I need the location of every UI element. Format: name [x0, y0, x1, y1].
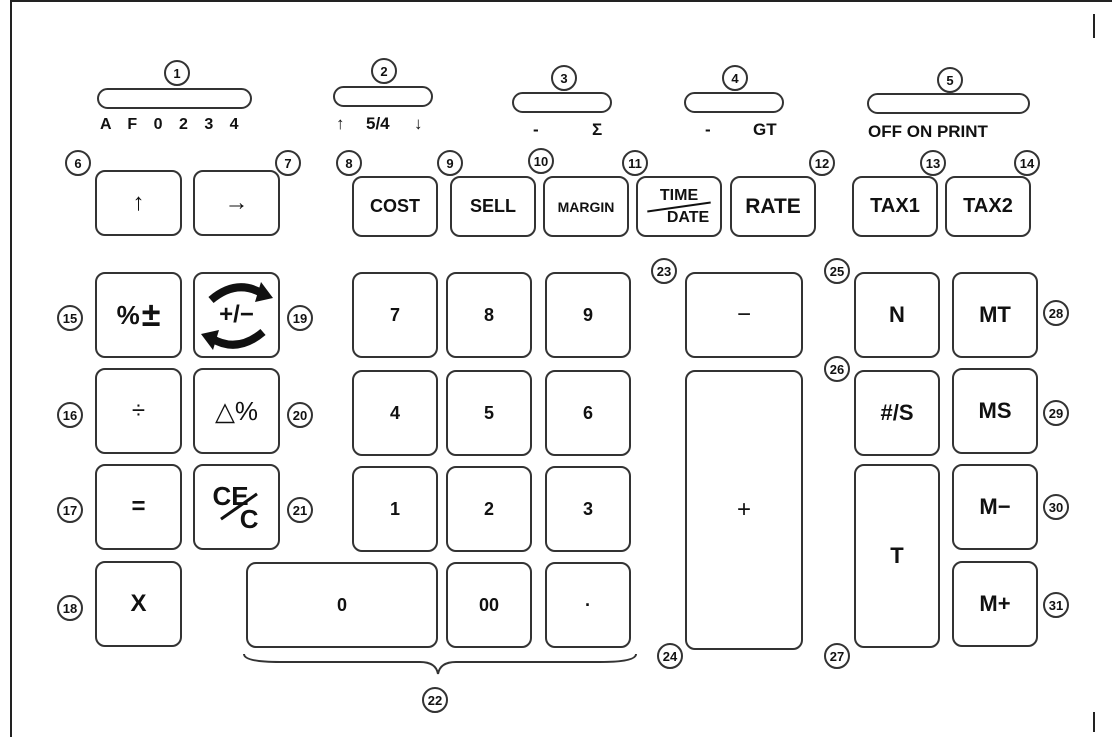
callout-6: 6	[65, 150, 91, 176]
clear-entry-key[interactable]: CE C	[193, 464, 280, 550]
tax1-key[interactable]: TAX1	[852, 176, 938, 237]
plus-minus-label: ±	[141, 295, 161, 334]
equals-key[interactable]: =	[95, 464, 182, 550]
callout-19: 19	[287, 305, 313, 331]
delta-percent-key[interactable]: △%	[193, 368, 280, 454]
callout-22: 22	[422, 687, 448, 713]
callout-10: 10	[528, 148, 554, 174]
memory-subtotal-key[interactable]: MS	[952, 368, 1038, 454]
rate-key[interactable]: RATE	[730, 176, 816, 237]
ce-c-glyph: CE C	[207, 477, 267, 537]
callout-14: 14	[1014, 150, 1040, 176]
callout-23: 23	[651, 258, 677, 284]
digit-1-key[interactable]: 1	[352, 466, 438, 552]
callout-29: 29	[1043, 400, 1069, 426]
rounding-selector-switch[interactable]	[333, 86, 433, 107]
cost-key[interactable]: COST	[352, 176, 438, 237]
item-count-key[interactable]: #/S	[854, 370, 940, 456]
double-zero-key[interactable]: 00	[446, 562, 532, 648]
n-key[interactable]: N	[854, 272, 940, 358]
callout-5: 5	[937, 67, 963, 93]
tax2-key[interactable]: TAX2	[945, 176, 1031, 237]
callout-11: 11	[622, 150, 648, 176]
callout-8: 8	[336, 150, 362, 176]
digit-4-key[interactable]: 4	[352, 370, 438, 456]
callout-13: 13	[920, 150, 946, 176]
digit-6-key[interactable]: 6	[545, 370, 631, 456]
sell-key[interactable]: SELL	[450, 176, 536, 237]
minus-key[interactable]: −	[685, 272, 803, 358]
callout-18: 18	[57, 595, 83, 621]
divide-key[interactable]: ÷	[95, 368, 182, 454]
frame-right-tick-top	[1093, 14, 1095, 38]
total-key[interactable]: T	[854, 464, 940, 648]
callout-25: 25	[824, 258, 850, 284]
memory-plus-key[interactable]: M+	[952, 561, 1038, 647]
margin-key[interactable]: MARGIN	[543, 176, 629, 237]
callout-7: 7	[275, 150, 301, 176]
callout-24: 24	[657, 643, 683, 669]
callout-3: 3	[551, 65, 577, 91]
callout-27: 27	[824, 643, 850, 669]
callout-16: 16	[57, 402, 83, 428]
power-print-switch[interactable]	[867, 93, 1030, 114]
accumulation-off-label: -	[533, 120, 539, 139]
date-label: DATE	[666, 208, 710, 226]
callout-21: 21	[287, 497, 313, 523]
ce-label: CE	[212, 481, 249, 511]
accumulation-sigma-label: Σ	[592, 120, 603, 139]
decimal-point-key[interactable]: ·	[545, 562, 631, 648]
c-label: C	[239, 504, 259, 534]
decimal-selector-labels: A F 0 2 3 4	[100, 116, 245, 133]
multiply-key[interactable]: X	[95, 561, 182, 647]
grand-total-gt-label: GT	[753, 120, 777, 139]
callout-26: 26	[824, 356, 850, 382]
callout-4: 4	[722, 65, 748, 91]
digit-5-key[interactable]: 5	[446, 370, 532, 456]
frame-right-tick-bottom	[1093, 712, 1095, 732]
time-label: TIME	[659, 186, 699, 204]
callout-1: 1	[164, 60, 190, 86]
accumulation-switch[interactable]	[512, 92, 612, 113]
callout-2: 2	[371, 58, 397, 84]
callout-28: 28	[1043, 300, 1069, 326]
digit-0-key[interactable]: 0	[246, 562, 438, 648]
callout-12: 12	[809, 150, 835, 176]
power-print-labels: OFF ON PRINT	[868, 122, 988, 141]
callout-15: 15	[57, 305, 83, 331]
memory-total-key[interactable]: MT	[952, 272, 1038, 358]
callout-9: 9	[437, 150, 463, 176]
grand-total-off-label: -	[705, 120, 711, 139]
callout-30: 30	[1043, 494, 1069, 520]
digit-2-key[interactable]: 2	[446, 466, 532, 552]
callout-17: 17	[57, 497, 83, 523]
paper-feed-up-key[interactable]: ↑	[95, 170, 182, 236]
digit-7-key[interactable]: 7	[352, 272, 438, 358]
rounding-up-label: ↑	[336, 114, 345, 133]
digit-9-key[interactable]: 9	[545, 272, 631, 358]
frame-top-border	[10, 0, 1112, 2]
percent-label: %	[116, 299, 140, 330]
memory-minus-key[interactable]: M−	[952, 464, 1038, 550]
sign-change-label: +/−	[219, 301, 254, 328]
callout-31: 31	[1043, 592, 1069, 618]
time-date-key[interactable]: TIME DATE	[636, 176, 722, 237]
percent-key[interactable]: % ±	[95, 272, 182, 358]
keypad-brace	[243, 653, 637, 675]
callout-20: 20	[287, 402, 313, 428]
digit-3-key[interactable]: 3	[545, 466, 631, 552]
rounding-down-label: ↓	[414, 114, 423, 133]
rounding-54-label: 5/4	[366, 114, 390, 133]
sign-change-key[interactable]: +/−	[193, 272, 280, 358]
decimal-selector-switch[interactable]	[97, 88, 252, 109]
sign-change-arrows-icon	[201, 282, 273, 350]
frame-left-border	[10, 0, 12, 737]
plus-key[interactable]: +	[685, 370, 803, 650]
grand-total-switch[interactable]	[684, 92, 784, 113]
backspace-right-key[interactable]: →	[193, 170, 280, 236]
digit-8-key[interactable]: 8	[446, 272, 532, 358]
